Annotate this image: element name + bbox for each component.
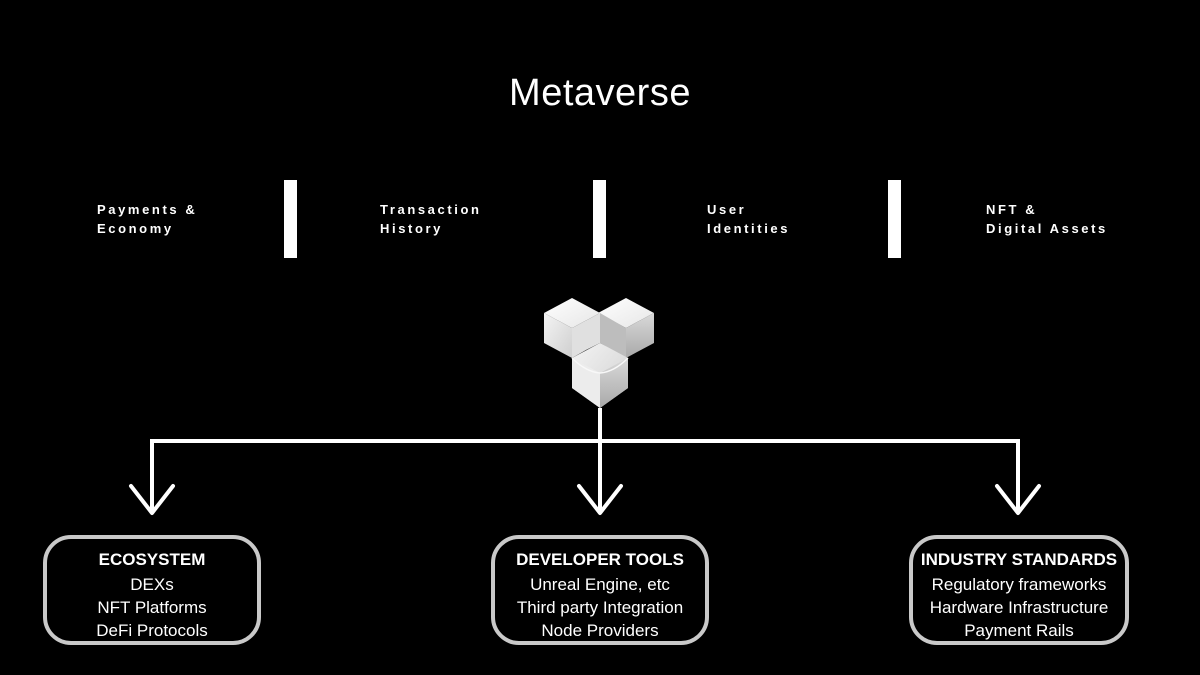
pillar-nft-digital-assets: NFT & Digital Assets (986, 200, 1108, 238)
box-item: Regulatory frameworks (931, 575, 1107, 594)
pillar-payments-economy: Payments & Economy (97, 200, 197, 238)
pillar-divider (888, 180, 901, 258)
pillar-label-line2: Digital Assets (986, 221, 1108, 236)
box-title: INDUSTRY STANDARDS (920, 550, 1118, 569)
pillar-divider (593, 180, 606, 258)
pillar-label-line1: Transaction (380, 202, 482, 217)
box-item: Payment Rails (964, 621, 1074, 640)
pillar-label-line2: Identities (707, 221, 791, 236)
pillar-label-line1: Payments & (97, 202, 198, 217)
box-item: Third party Integration (516, 598, 684, 617)
pillar-transaction-history: Transaction History (380, 200, 482, 238)
pillar-label-line1: NFT & (986, 202, 1038, 217)
box-item: DeFi Protocols (96, 621, 208, 640)
arrow-down-icon (129, 484, 175, 515)
box-item: Node Providers (541, 621, 659, 640)
cube-logo-icon (544, 298, 654, 408)
connector-lines (150, 408, 1020, 512)
pillar-label-line2: Economy (97, 221, 174, 236)
box-item: DEXs (130, 575, 174, 594)
box-item: Unreal Engine, etc (530, 575, 670, 594)
diagram-title: Metaverse (509, 72, 691, 114)
box-title: DEVELOPER TOOLS (516, 550, 684, 569)
box-developer-tools: DEVELOPER TOOLS Unreal Engine, etc Third… (491, 535, 709, 645)
pillar-label-line2: History (380, 221, 443, 236)
pillar-label-line1: User (707, 202, 747, 217)
arrow-down-icon (995, 484, 1041, 515)
box-item: NFT Platforms (97, 598, 207, 617)
pillar-divider (284, 180, 297, 258)
box-ecosystem: ECOSYSTEM DEXs NFT Platforms DeFi Protoc… (43, 535, 261, 645)
arrow-down-icon (577, 484, 623, 515)
box-item: Hardware Infrastructure (929, 598, 1109, 617)
pillar-user-identities: User Identities (707, 200, 790, 238)
box-industry-standards: INDUSTRY STANDARDS Regulatory frameworks… (909, 535, 1129, 645)
box-title: ECOSYSTEM (98, 550, 206, 569)
